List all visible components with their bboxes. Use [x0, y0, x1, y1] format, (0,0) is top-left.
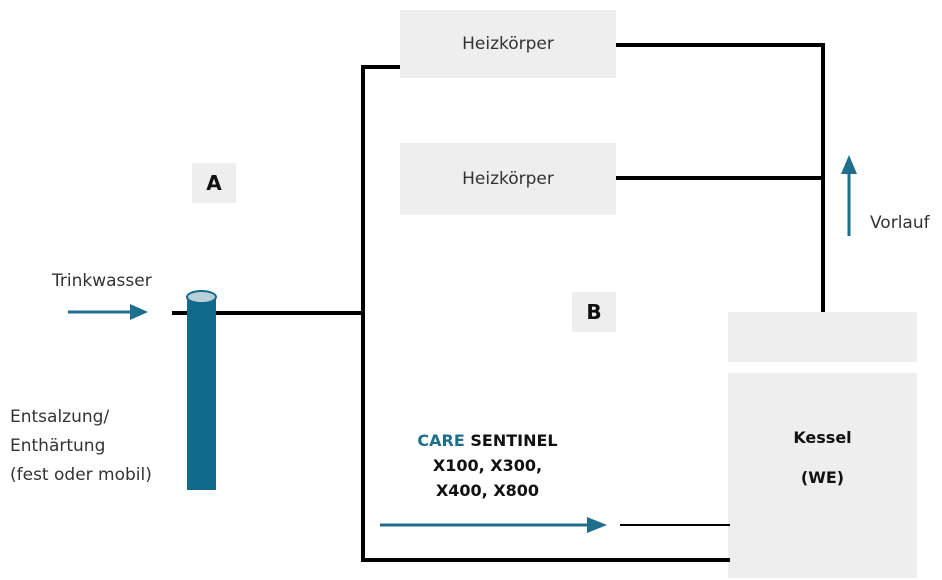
flow-top-pipe — [616, 43, 825, 312]
entsalzung-line-2: Enthärtung — [10, 436, 106, 456]
product-title: CARE SENTINEL — [395, 428, 580, 453]
softening-cartridge-cap — [186, 290, 217, 304]
product-brand: CARE — [417, 431, 465, 450]
badge-b: B — [572, 292, 616, 332]
product-name: SENTINEL — [470, 431, 558, 450]
entsalzung-line-3: (fest oder mobil) — [10, 465, 152, 485]
radiator-mid-label: Heizkörper — [462, 169, 554, 189]
product-models-1: X100, X300, — [432, 456, 543, 475]
vorlauf-label: Vorlauf — [870, 213, 930, 233]
radiator-mid-box — [400, 143, 616, 215]
product-label: CARE SENTINEL X100, X300, X400, X800 — [395, 428, 580, 503]
kessel-label: Kessel (WE) — [728, 418, 917, 498]
softening-cartridge — [187, 297, 216, 490]
sentinel-dosing-arrow — [380, 517, 607, 533]
trinkwasser-label: Trinkwasser — [52, 271, 152, 291]
radiator-top-label: Heizkörper — [462, 34, 554, 54]
product-models-2: X400, X800 — [435, 481, 540, 500]
pipe-network — [172, 43, 825, 562]
boiler-box — [728, 373, 917, 578]
badge-a: A — [192, 163, 236, 203]
boiler-top-box — [728, 312, 917, 362]
kessel-line-2: (WE) — [800, 468, 845, 487]
radiator-top-box — [400, 10, 616, 78]
trinkwasser-arrow — [68, 304, 148, 320]
kessel-line-1: Kessel — [793, 428, 852, 447]
entsalzung-label: Entsalzung/ Enthärtung (fest oder mobil) — [10, 403, 152, 490]
vorlauf-arrow — [841, 155, 857, 236]
entsalzung-line-1: Entsalzung/ — [10, 407, 110, 427]
